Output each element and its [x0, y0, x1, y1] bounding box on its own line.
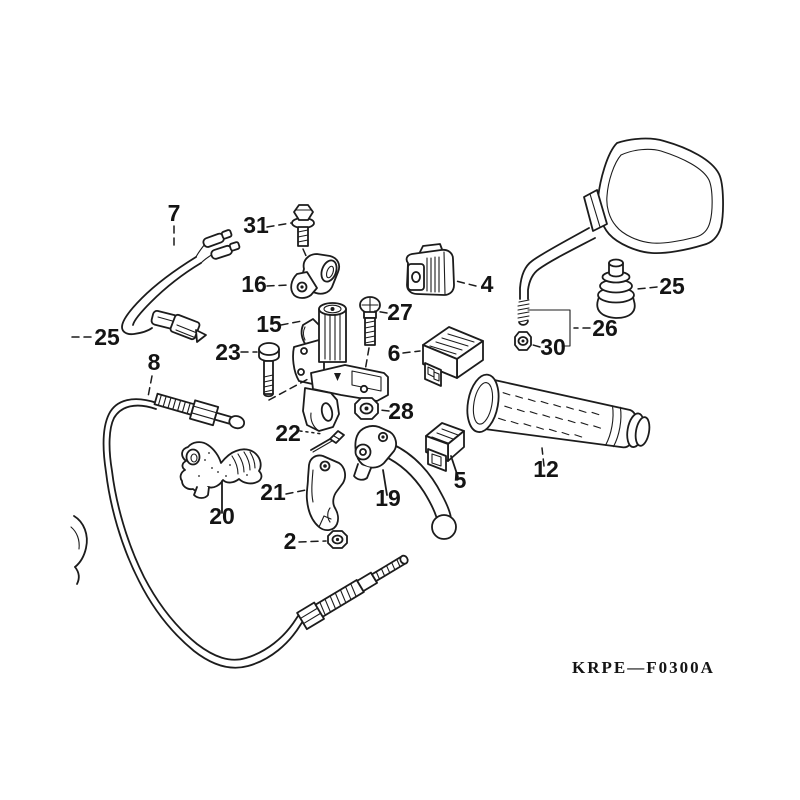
sub-cord-cable — [121, 229, 241, 343]
mirror-stem-thread — [517, 299, 530, 326]
callout-12: 12 — [533, 456, 559, 482]
callout-25-left: 25 — [94, 324, 120, 350]
leader-lines — [71, 222, 658, 543]
callout-25-right: 25 — [659, 273, 685, 299]
callout-19: 19 — [375, 485, 401, 511]
throttle-cable — [102, 392, 409, 669]
brake-lever — [353, 425, 457, 540]
diagram-code: KRPE—F0300A — [572, 658, 715, 677]
callout-6: 6 — [388, 340, 401, 366]
callout-26: 26 — [592, 315, 618, 341]
grip-flange — [466, 373, 500, 433]
bracket-cylinder — [318, 308, 347, 363]
callout-15: 15 — [256, 311, 282, 337]
callout-4: 4 — [481, 271, 494, 297]
flange-bolt — [291, 204, 315, 247]
mirror-boot — [596, 258, 636, 319]
mirror-nut — [514, 331, 532, 351]
callout-23: 23 — [215, 339, 241, 365]
cable-upper-adjuster — [153, 392, 246, 430]
pan-screw — [359, 296, 381, 346]
callouts: 7 31 16 4 27 25 26 30 25 15 23 6 8 28 22… — [94, 200, 685, 554]
switch-unit-middle — [422, 326, 484, 387]
callout-28: 28 — [388, 398, 414, 424]
lock-nut — [354, 397, 379, 420]
spring-pin — [310, 430, 345, 453]
partial-lever-left-edge — [70, 515, 88, 585]
callout-2: 2 — [284, 528, 297, 554]
cable-lower-adjuster — [296, 554, 409, 631]
switch-unit-upper — [405, 243, 455, 296]
pivot-nut — [327, 530, 348, 549]
callout-7: 7 — [168, 200, 181, 226]
mirror-assembly — [514, 137, 724, 351]
callout-31: 31 — [243, 212, 269, 238]
callout-16: 16 — [241, 271, 267, 297]
switch-unit-lower — [425, 422, 465, 472]
grip-pipe — [466, 373, 651, 449]
throttle-housing — [179, 441, 263, 499]
callout-5: 5 — [454, 467, 467, 493]
callout-30: 30 — [540, 334, 566, 360]
lever-ball-end — [431, 514, 457, 540]
callout-8: 8 — [148, 349, 161, 375]
callout-21: 21 — [260, 479, 286, 505]
pivot-bolt — [258, 342, 280, 398]
callout-27: 27 — [387, 299, 413, 325]
mount-bracket — [305, 454, 346, 531]
clamp-holder — [290, 253, 341, 299]
callout-20: 20 — [209, 503, 235, 529]
callout-22: 22 — [275, 420, 301, 446]
lever-bracket-assembly — [292, 302, 389, 432]
